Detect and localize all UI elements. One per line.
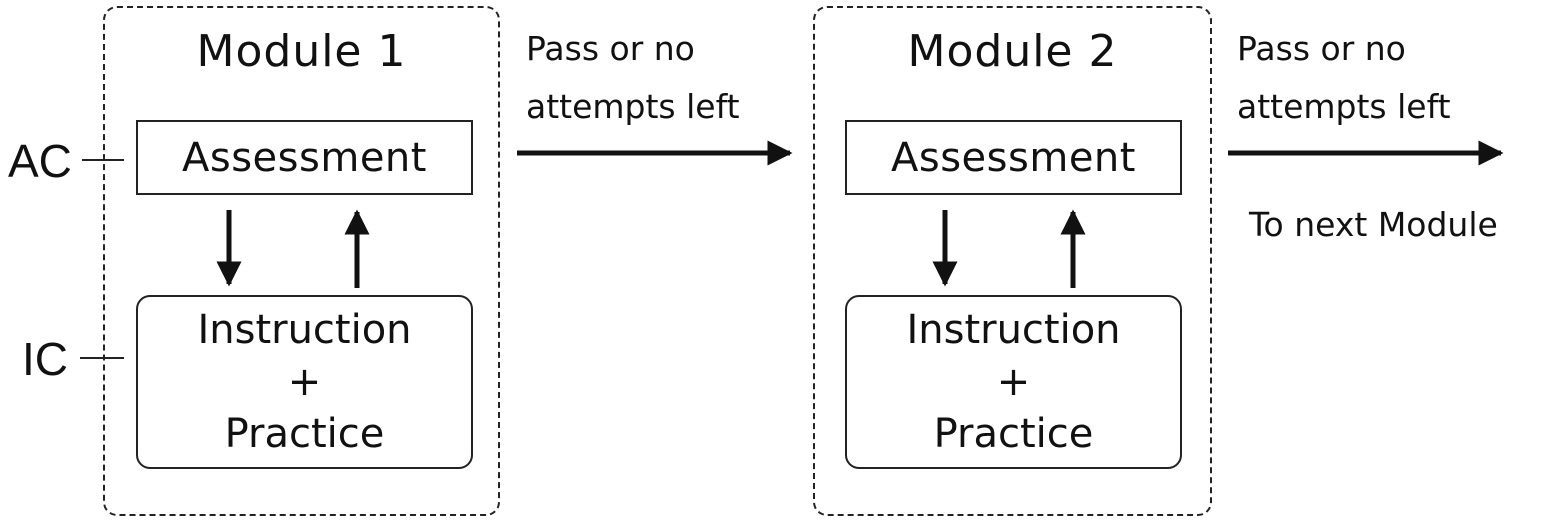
transition-2-line1: Pass or no: [1237, 29, 1406, 68]
transition-1-line1: Pass or no: [526, 29, 695, 68]
module-2-practice-line: Practice: [933, 411, 1094, 457]
module-1-plus-line: +: [287, 359, 322, 405]
module-2-assessment-box: Assessment: [845, 120, 1182, 195]
module-2-instruction-box: Instruction + Practice: [845, 295, 1182, 469]
ic-connector-line: [80, 357, 124, 359]
module-1-instruction-box: Instruction + Practice: [136, 295, 473, 469]
module-1-title: Module 1: [196, 26, 407, 77]
module-1-instruction-line: Instruction: [197, 307, 412, 353]
module-2-assessment-label: Assessment: [891, 134, 1136, 181]
transition-1-text: Pass or no attempts left: [526, 20, 740, 136]
transition-2-line2: attempts left: [1237, 87, 1451, 126]
module-2-frame: [813, 6, 1212, 516]
next-module-label: To next Module: [1249, 205, 1498, 244]
module-1-assessment-label: Assessment: [182, 134, 427, 181]
module-2-instruction-line: Instruction: [906, 307, 1121, 353]
transition-1-line2: attempts left: [526, 87, 740, 126]
transition-2-text: Pass or no attempts left: [1237, 20, 1451, 136]
module-1-assessment-box: Assessment: [136, 120, 473, 195]
module-1-frame: [103, 6, 500, 516]
module-1-practice-line: Practice: [224, 411, 385, 457]
ic-label: IC: [22, 333, 68, 385]
module-2-plus-line: +: [996, 359, 1031, 405]
module-2-title: Module 2: [907, 26, 1118, 77]
ac-label: AC: [8, 135, 72, 187]
